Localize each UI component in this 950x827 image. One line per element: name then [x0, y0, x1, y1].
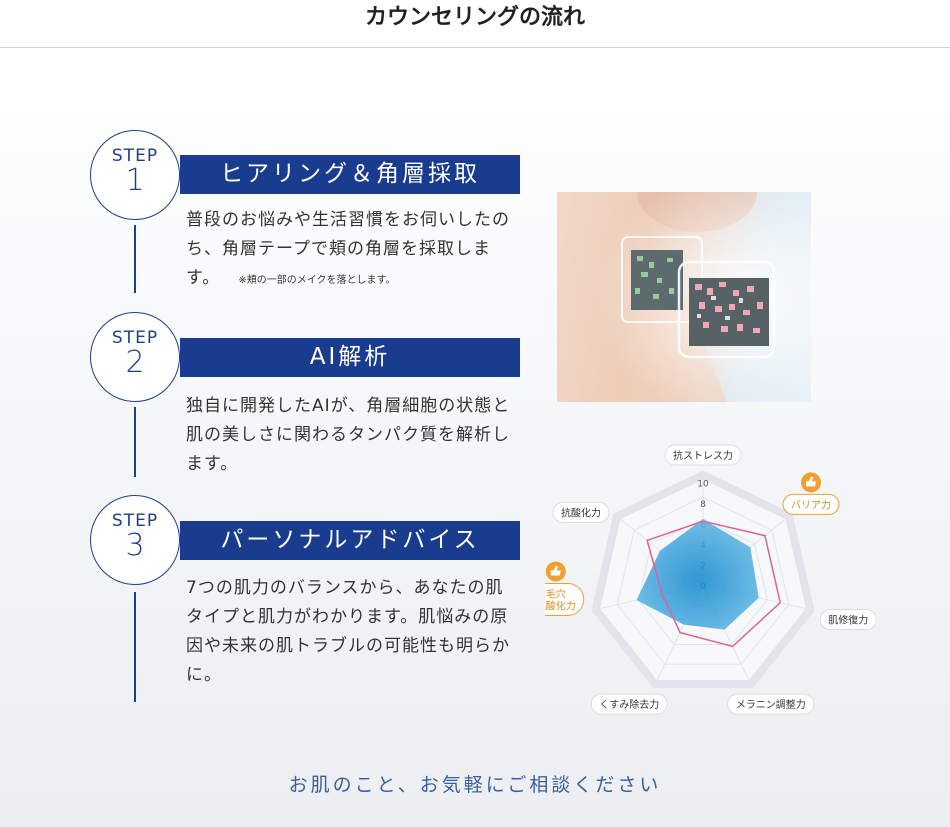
step-3-description: 7つの肌力のバランスから、あなたの肌タイプと肌力がわかります。肌悩みの原因や未来… [186, 578, 510, 685]
radar-tick-label: 8 [700, 500, 706, 510]
step-connector-3 [134, 592, 136, 702]
radar-labels: 抗ストレス力バリア力肌修復力メラニン調整力くすみ除去力毛穴抗酸化力抗酸化力 [545, 444, 875, 715]
step-2-number: 2 [125, 345, 145, 380]
thumbs-up-glyph [806, 476, 817, 487]
radar-average-line [646, 520, 782, 648]
step-3-badge: STEP 3 [90, 495, 180, 585]
radar-shapes [636, 519, 782, 648]
radar-label-text: 抗酸化力 [561, 506, 601, 519]
step-3-number: 3 [125, 528, 145, 563]
radar-label-pill [819, 608, 875, 630]
page-title: カウンセリングの流れ [364, 5, 585, 30]
radar-ring [638, 518, 768, 645]
skin-analysis-photo [557, 192, 811, 402]
radar-label-text: 肌修復力 [828, 613, 868, 626]
radar-ring [616, 496, 790, 665]
radar-label-text: 毛穴 [546, 587, 566, 600]
step-1-number: 1 [125, 163, 145, 198]
radar-axis-label: 抗ストレス力 [664, 444, 742, 466]
radar-axis-label: メラニン調整力 [727, 693, 815, 715]
radar-label-text: バリア力 [791, 498, 831, 511]
step-1-title: ヒアリング＆角層採取 [180, 155, 520, 194]
step-1-badge: STEP 1 [90, 130, 180, 220]
radar-axis-label: くすみ除去力 [590, 693, 668, 715]
radar-label-text: くすみ除去力 [599, 698, 659, 711]
step-1-note: ※頬の一部のメイクを落とします。 [238, 275, 396, 286]
step-connector-1 [134, 225, 136, 293]
step-3-label: STEP [111, 511, 159, 531]
radar-axis-label: 肌修復力 [819, 608, 875, 630]
radar-label-pill [664, 444, 742, 466]
radar-axis-label: バリア力 [782, 472, 840, 515]
radar-axis-label: 毛穴抗酸化力 [545, 561, 585, 616]
radar-label-pill [590, 693, 668, 715]
step-2-label: STEP [111, 328, 159, 348]
radar-label-pill [545, 582, 585, 616]
step-1-label: STEP [111, 146, 159, 166]
step-2-title: AI解析 [180, 338, 520, 377]
step-connector-2 [134, 407, 136, 477]
step-1-description: 普段のお悩みや生活習慣をお伺いしたのち、角層テープで頬の角層を採取します。※頬の… [186, 206, 516, 295]
footer-message: お肌のこと、お気軽にご相談ください [288, 774, 662, 796]
radar-axis-label: 抗酸化力 [552, 501, 610, 523]
step-3-title: パーソナルアドバイス [180, 521, 520, 560]
radar-label-pill [727, 693, 815, 715]
radar-score-area [636, 519, 759, 630]
radar-label-pill [552, 501, 610, 523]
radar-tick-label: 10 [697, 480, 709, 490]
thumbs-up-glyph [550, 565, 561, 576]
radar-label-text: 抗酸化力 [545, 599, 576, 612]
step-1-text: 普段のお悩みや生活習慣をお伺いしたのち、角層テープで頬の角層を採取します。 [186, 210, 510, 288]
skin-power-radar-chart: 1086420 抗ストレス力バリア力肌修復力メラニン調整力くすみ除去力毛穴抗酸化… [545, 444, 875, 715]
step-2-badge: STEP 2 [90, 312, 180, 402]
radar-label-text: メラニン調整力 [736, 698, 806, 711]
step-2-description: 独自に開発したAIが、角層細胞の状態と肌の美しさに関わるタンパク質を解析します。 [186, 396, 511, 474]
radar-label-text: 抗ストレス力 [673, 449, 733, 462]
radar-label-pill [782, 493, 840, 515]
title-divider [0, 47, 950, 48]
